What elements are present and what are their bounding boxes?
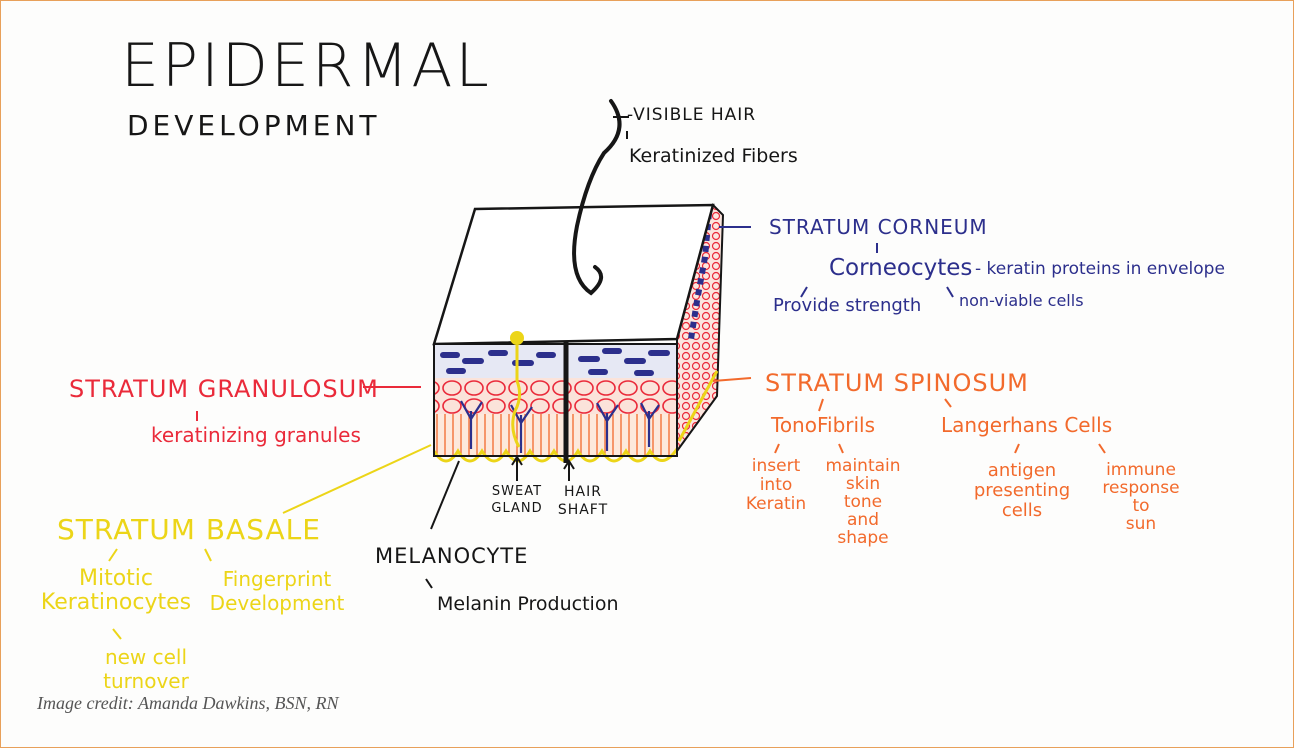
title-line-2: DEVELOPMENT <box>127 111 381 140</box>
title-line-1: EPIDERMAL <box>121 35 492 98</box>
note-line: SWEAT <box>479 483 555 500</box>
note-line: response <box>1091 479 1191 497</box>
new-cell-turnover-note: new cell turnover <box>91 645 201 693</box>
note-line: into <box>731 476 821 495</box>
mitotic-keratinocytes-note: Mitotic Keratinocytes <box>31 567 201 615</box>
front-face-layers <box>434 331 677 463</box>
fingerprint-development-note: Fingerprint Development <box>197 567 357 615</box>
note-line: antigen <box>967 461 1077 481</box>
corneocytes-label: Corneocytes <box>829 256 972 280</box>
note-line: turnover <box>91 669 201 693</box>
maintain-skin-tone-note: maintain skin tone and shape <box>823 457 903 547</box>
melanocyte-label: MELANOCYTE <box>375 545 528 567</box>
note-line: sun <box>1091 515 1191 533</box>
corneocytes-desc: - keratin proteins in envelope <box>975 261 1225 279</box>
note-line: Keratinocytes <box>31 591 201 615</box>
note-line: Mitotic <box>31 567 201 591</box>
tonofibrils-label: TonoFibrils <box>771 415 875 436</box>
langerhans-cells-label: Langerhans Cells <box>941 415 1112 436</box>
provide-strength-label: Provide strength <box>773 297 921 316</box>
antigen-presenting-cells-note: antigen presenting cells <box>967 461 1077 521</box>
top-face <box>434 205 713 344</box>
melanin-production-label: Melanin Production <box>437 595 619 615</box>
image-credit: Image credit: Amanda Dawkins, BSN, RN <box>37 693 338 714</box>
note-line: Development <box>197 591 357 615</box>
note-line: new cell <box>91 645 201 669</box>
immune-response-note: immune response to sun <box>1091 461 1191 533</box>
note-line: cells <box>967 501 1077 521</box>
note-line: Keratin <box>731 495 821 514</box>
note-line: to <box>1091 497 1191 515</box>
keratinizing-granules-label: keratinizing granules <box>151 425 361 446</box>
non-viable-cells-label: non-viable cells <box>959 293 1084 310</box>
visible-hair-label: -VISIBLE HAIR <box>627 107 756 125</box>
keratinized-fibers-label: Keratinized Fibers <box>629 147 798 167</box>
stratum-spinosum-label: STRATUM SPINOSUM <box>765 371 1029 396</box>
note-line: skin <box>823 475 903 493</box>
note-line: Fingerprint <box>197 567 357 591</box>
stratum-basale-label: STRATUM BASALE <box>57 515 321 544</box>
note-line: maintain <box>823 457 903 475</box>
note-line: shape <box>823 529 903 547</box>
note-line: presenting <box>967 481 1077 501</box>
insert-into-keratin-note: insert into Keratin <box>731 457 821 514</box>
sweat-gland-label: SWEAT GLAND <box>479 483 555 517</box>
stratum-granulosum-label: STRATUM GRANULOSUM <box>69 377 379 402</box>
note-line: SHAFT <box>553 501 613 519</box>
note-line: GLAND <box>479 500 555 517</box>
hair-shaft-label: HAIR SHAFT <box>553 483 613 519</box>
note-line: tone <box>823 493 903 511</box>
note-line: HAIR <box>553 483 613 501</box>
note-line: and <box>823 511 903 529</box>
stratum-corneum-label: STRATUM CORNEUM <box>769 217 988 238</box>
note-line: insert <box>731 457 821 476</box>
note-line: immune <box>1091 461 1191 479</box>
